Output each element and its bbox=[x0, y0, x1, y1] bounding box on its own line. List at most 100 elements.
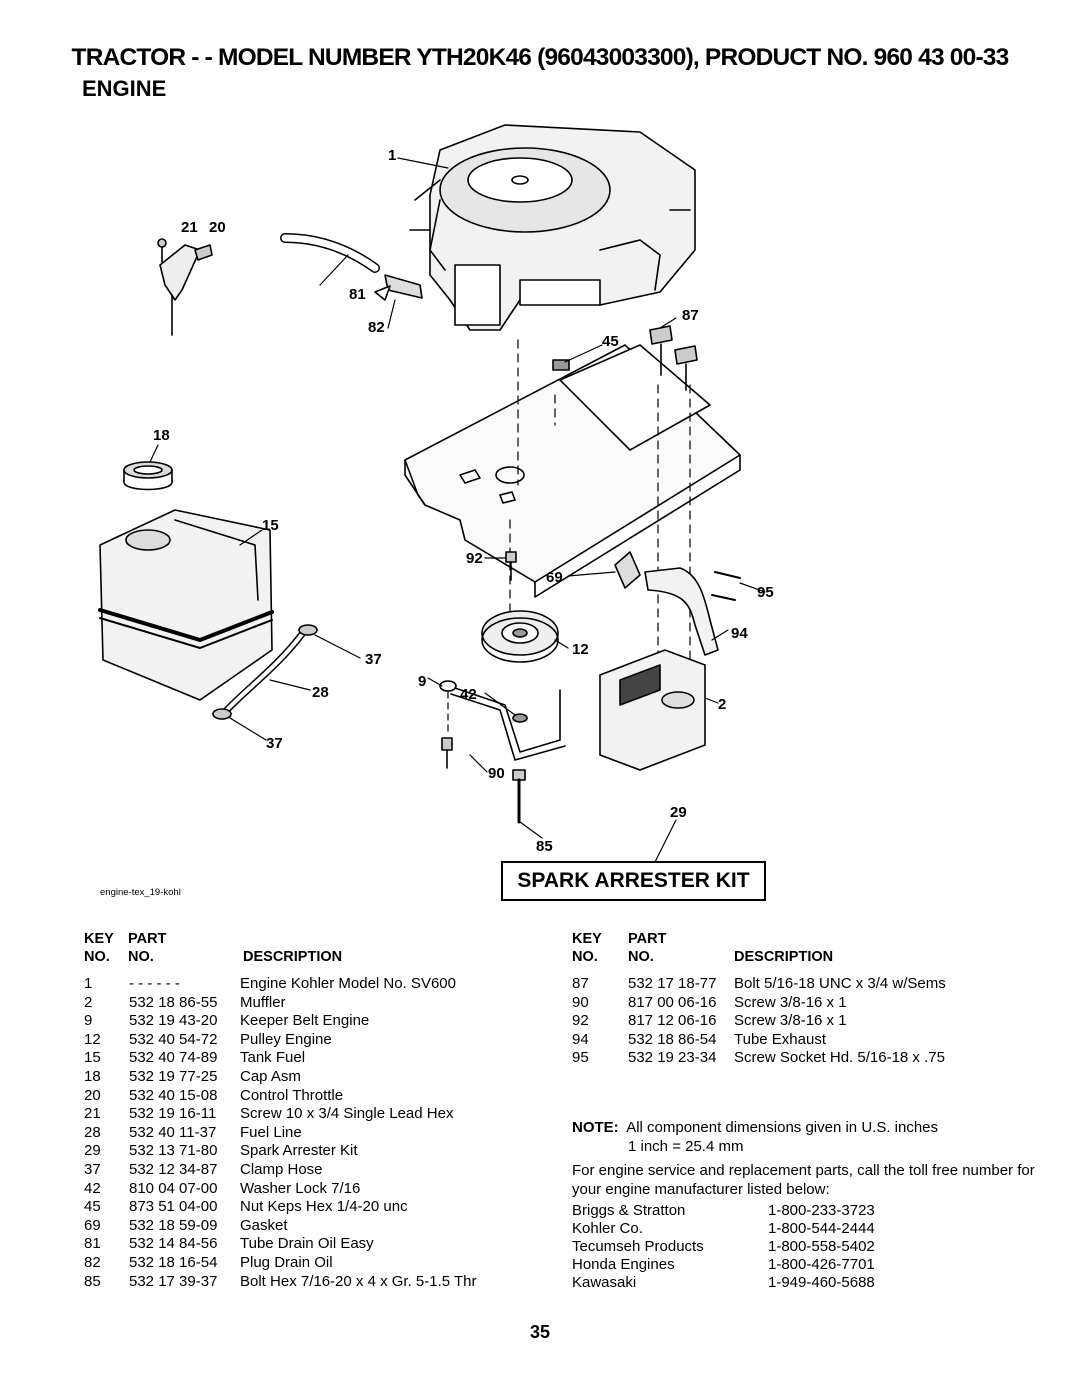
throttle-control bbox=[157, 238, 213, 336]
part-description: Nut Keps Hex 1/4-20 unc bbox=[240, 1198, 408, 1216]
callout-20: 20 bbox=[209, 219, 226, 236]
part-description: Screw 3/8-16 x 1 bbox=[734, 1012, 847, 1030]
part-no: 532 18 59-09 bbox=[129, 1216, 218, 1234]
key-no: 42 bbox=[84, 1179, 101, 1197]
callout-15: 15 bbox=[262, 517, 279, 534]
part-no: 532 17 39-37 bbox=[129, 1272, 218, 1290]
part-description: Muffler bbox=[240, 993, 286, 1011]
key-no: 81 bbox=[84, 1235, 101, 1253]
manufacturer-phone: 1-800-426-7701 bbox=[768, 1256, 875, 1273]
part-description: Pulley Engine bbox=[240, 1030, 332, 1048]
bolt-85 bbox=[512, 769, 526, 824]
right-header-partno: NO. bbox=[628, 949, 654, 965]
part-no: 532 19 23-34 bbox=[628, 1049, 717, 1067]
part-no: 532 40 74-89 bbox=[129, 1049, 218, 1067]
part-description: Control Throttle bbox=[240, 1086, 344, 1104]
manufacturer-name: Honda Engines bbox=[572, 1256, 675, 1273]
key-no: 15 bbox=[84, 1049, 101, 1067]
note-text: All component dimensions given in U.S. i… bbox=[626, 1119, 939, 1136]
part-no: 532 17 18-77 bbox=[628, 975, 717, 992]
callout-90: 90 bbox=[488, 765, 505, 782]
manufacturer-phone: 1-949-460-5688 bbox=[768, 1274, 875, 1291]
callout-94: 94 bbox=[731, 625, 748, 642]
left-header-key: KEY bbox=[84, 931, 114, 947]
table-row: 42 810 04 07-00 Washer Lock 7/16 bbox=[84, 1180, 554, 1199]
part-no: 532 18 86-54 bbox=[628, 1030, 717, 1048]
tube-drain-oil bbox=[280, 233, 423, 301]
part-description: Bolt 5/16-18 UNC x 3/4 w/Sems bbox=[734, 975, 946, 992]
part-description: Screw 10 x 3/4 Single Lead Hex bbox=[240, 1105, 454, 1123]
part-description: Tube Exhaust bbox=[734, 1030, 826, 1048]
part-description: Gasket bbox=[240, 1216, 288, 1234]
table-row: 69 532 18 59-09 Gasket bbox=[84, 1217, 554, 1236]
key-no: 1 bbox=[84, 975, 93, 992]
part-no: 532 19 16-11 bbox=[129, 1105, 217, 1123]
callout-1: 1 bbox=[388, 147, 396, 164]
callout-12: 12 bbox=[572, 641, 589, 658]
page-title: TRACTOR - - MODEL NUMBER YTH20K46 (96043… bbox=[71, 44, 1010, 71]
section-title: ENGINE bbox=[82, 76, 167, 101]
part-description: Washer Lock 7/16 bbox=[240, 1179, 361, 1197]
part-no: 532 40 11-37 bbox=[129, 1123, 217, 1141]
key-no: 28 bbox=[84, 1123, 101, 1141]
part-description: Cap Asm bbox=[240, 1067, 301, 1085]
manufacturer-name: Tecumseh Products bbox=[572, 1238, 704, 1255]
key-no: 95 bbox=[572, 1049, 589, 1067]
part-no: 532 18 16-54 bbox=[129, 1253, 218, 1271]
part-description: Screw Socket Hd. 5/16-18 x .75 bbox=[734, 1049, 945, 1067]
part-description: Engine Kohler Model No. SV600 bbox=[240, 975, 456, 992]
manufacturer-name: Briggs & Stratton bbox=[572, 1202, 686, 1219]
key-no: 18 bbox=[84, 1067, 101, 1085]
key-no: 9 bbox=[84, 1012, 93, 1030]
dimensions-note: NOTE: All component dimensions given in … bbox=[572, 1119, 1042, 1156]
callout-9: 9 bbox=[418, 673, 426, 690]
key-no: 37 bbox=[84, 1160, 101, 1178]
engine-exploded-diagram: 1 21 20 81 82 87 45 18 15 92 69 95 94 12… bbox=[98, 124, 774, 898]
part-description: Plug Drain Oil bbox=[240, 1253, 333, 1271]
part-no: 810 04 07-00 bbox=[129, 1179, 218, 1197]
table-row: 1 - - - - - - Engine Kohler Model No. SV60… bbox=[84, 975, 554, 994]
key-no: 92 bbox=[572, 1012, 589, 1030]
pulley-engine bbox=[481, 610, 559, 663]
callout-95: 95 bbox=[757, 584, 774, 601]
spark-arrester-kit-label: SPARK ARRESTER KIT bbox=[501, 861, 766, 901]
callout-21: 21 bbox=[181, 219, 198, 236]
screw-90 bbox=[441, 737, 453, 769]
service-text: For engine service and replacement parts… bbox=[572, 1162, 1035, 1198]
fuel-tank bbox=[98, 509, 274, 701]
left-header-part: PART bbox=[128, 931, 167, 947]
part-description: Bolt Hex 7/16-20 x 4 x Gr. 5-1.5 Thr bbox=[240, 1272, 477, 1290]
part-no: 532 18 86-55 bbox=[129, 993, 218, 1011]
screw-92 bbox=[505, 551, 517, 581]
part-description: Tube Drain Oil Easy bbox=[240, 1235, 374, 1253]
part-description: Tank Fuel bbox=[240, 1049, 306, 1067]
callout-37-bottom: 37 bbox=[266, 735, 283, 752]
part-description: Screw 3/8-16 x 1 bbox=[734, 993, 847, 1011]
key-no: 69 bbox=[84, 1216, 101, 1234]
part-no: - - - - - - bbox=[129, 975, 180, 992]
part-no: 532 19 43-20 bbox=[129, 1012, 218, 1030]
key-no: 45 bbox=[84, 1198, 101, 1216]
key-no: 21 bbox=[84, 1105, 101, 1123]
callout-82: 82 bbox=[368, 319, 385, 336]
callout-18: 18 bbox=[153, 427, 170, 444]
left-header-no: NO. bbox=[84, 949, 110, 965]
table-row: 15 532 40 74-89 Tank Fuel bbox=[84, 1049, 554, 1068]
callout-69: 69 bbox=[546, 569, 563, 586]
engine-part bbox=[409, 124, 696, 331]
key-no: 12 bbox=[84, 1030, 101, 1048]
table-row: 81 532 14 84-56 Tube Drain Oil Easy bbox=[84, 1235, 554, 1254]
part-no: 532 13 71-80 bbox=[129, 1142, 218, 1160]
left-header-partno: NO. bbox=[128, 949, 154, 965]
fuel-cap bbox=[123, 461, 173, 491]
manufacturer-phone: 1-800-544-2444 bbox=[768, 1220, 875, 1237]
part-description: Clamp Hose bbox=[240, 1160, 323, 1178]
part-no: 532 14 84-56 bbox=[129, 1235, 218, 1253]
